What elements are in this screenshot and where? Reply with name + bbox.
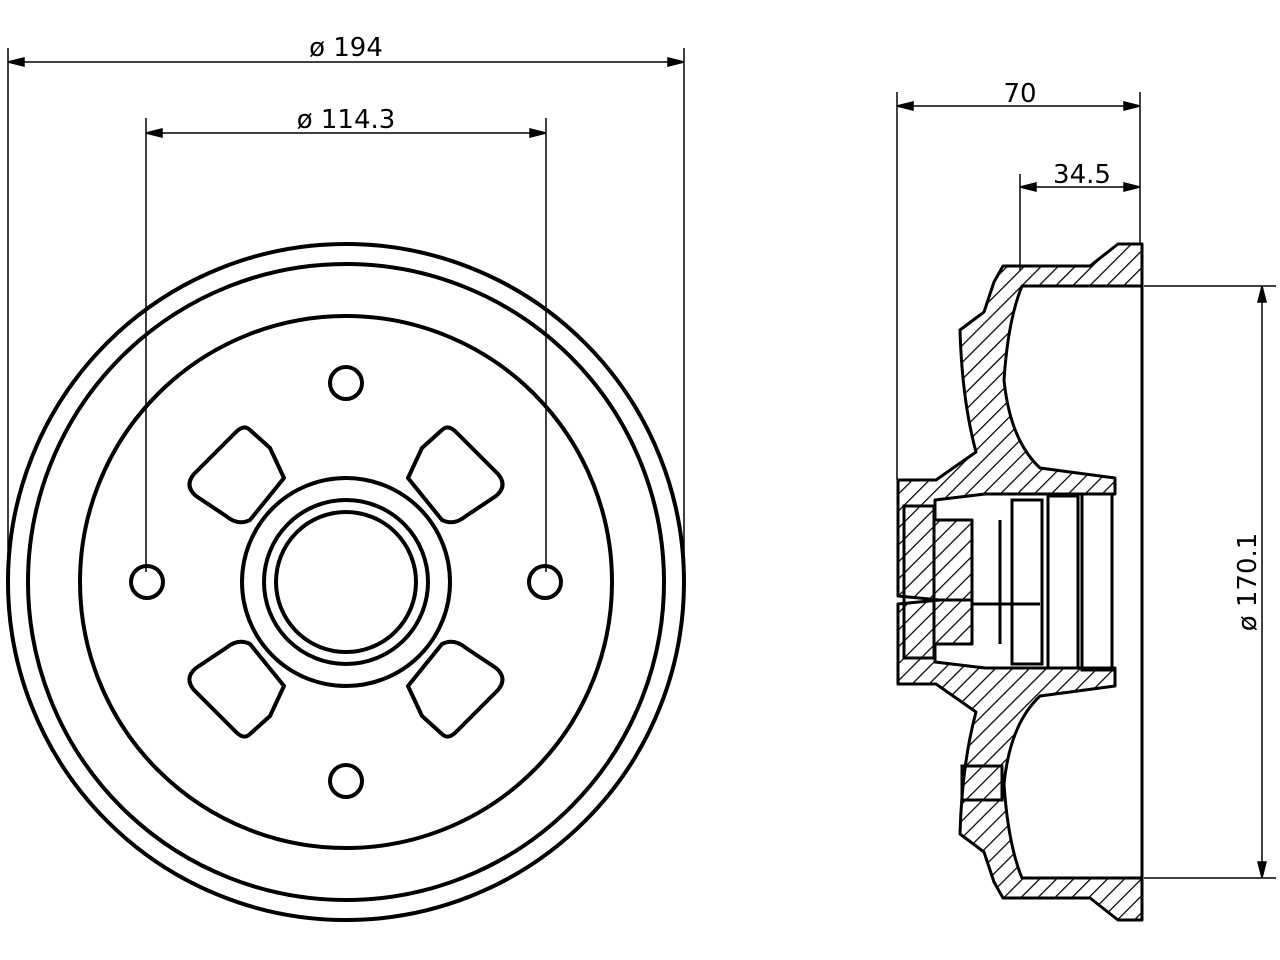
hub-bearing-1 — [902, 504, 936, 660]
drum-depth-label: 34.5 — [1053, 160, 1111, 190]
front-view — [6, 48, 686, 922]
pcd-label: ø 114.3 — [297, 105, 396, 135]
bolt-hole-bottom — [328, 763, 364, 799]
section-lower-wall — [896, 598, 1144, 922]
bolt-hole-right — [527, 564, 563, 600]
bolt-hole-left — [129, 564, 165, 600]
drum-face-circle — [78, 314, 614, 850]
hub-bearing-3 — [1046, 494, 1080, 670]
side-view — [896, 92, 1276, 922]
window-top-left — [187, 425, 286, 525]
dimension-overall-width — [896, 92, 1141, 480]
drum-outer-rim — [6, 242, 686, 922]
stud-slot — [960, 764, 1004, 802]
window-bottom-left — [187, 639, 286, 739]
section-upper-wall — [896, 242, 1144, 602]
hub-outer — [240, 476, 452, 688]
bolt-hole-top — [328, 365, 364, 401]
dimension-outer-diameter — [7, 48, 685, 582]
window-bottom-right — [406, 639, 505, 739]
drum-rim-inner-edge — [26, 262, 666, 902]
window-top-right — [406, 425, 505, 525]
dimension-drum-depth — [1019, 174, 1141, 270]
inner-diameter-label: ø 170.1 — [1233, 533, 1263, 632]
hub-ring — [262, 498, 430, 666]
outer-diameter-label: ø 194 — [309, 33, 383, 63]
overall-width-label: 70 — [1003, 79, 1036, 109]
hub-bearing-4 — [1080, 492, 1114, 672]
dimension-pcd — [145, 118, 547, 572]
hub-bearing-2 — [1010, 498, 1044, 666]
hub-bore — [274, 510, 418, 654]
dimension-inner-diameter — [1144, 285, 1276, 879]
